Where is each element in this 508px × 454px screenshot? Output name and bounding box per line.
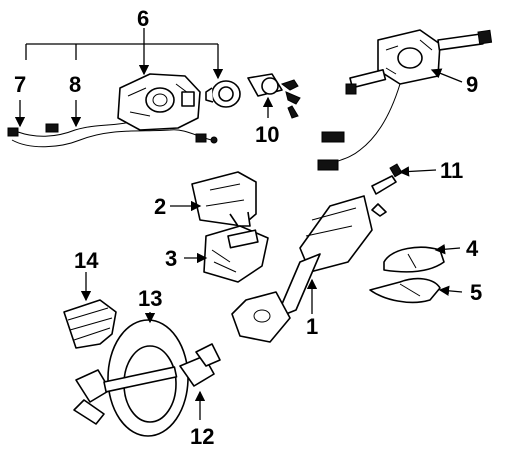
callout-7: 7 [14,72,26,97]
callout-12: 12 [190,424,214,449]
callout-10: 10 [255,122,279,147]
callout-6: 6 [137,6,149,31]
callout-5: 5 [470,280,482,305]
callout-11: 11 [440,158,463,183]
lock-cylinder-drawing [247,73,301,119]
lower-shroud-drawing [369,277,441,304]
callout-1: 1 [306,314,318,339]
combination-switch-drawing [317,29,493,171]
callout-14: 14 [74,248,99,273]
callout-2: 2 [154,194,166,219]
callout-9: 9 [466,72,478,97]
upper-shaft-drawing [371,163,403,217]
lower-bracket-drawing [203,225,269,283]
steering-column-drawing [231,195,373,343]
callout-13: 13 [138,286,162,311]
wiring-harness-drawing [7,121,218,148]
callout-4: 4 [466,236,479,261]
boot-seal-drawing [63,299,117,349]
lock-housing-drawing [117,73,201,131]
callout-3: 3 [165,246,177,271]
callout-8: 8 [69,72,81,97]
intermediate-shaft-drawing [73,343,221,425]
upper-shroud-drawing [383,246,445,273]
lock-ring-drawing [205,80,241,108]
upper-bracket-drawing [191,171,257,227]
